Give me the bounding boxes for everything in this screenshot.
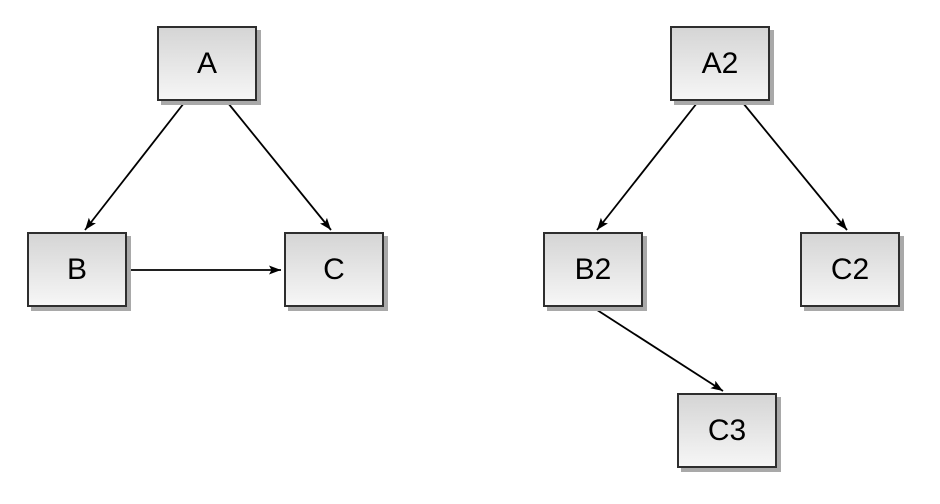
edge-A-C — [227, 102, 332, 231]
node-C2-label: C2 — [830, 252, 870, 286]
edge-B2-C3 — [593, 307, 724, 392]
node-B: B — [27, 232, 127, 307]
node-A2-label: A2 — [701, 46, 739, 80]
node-A: A — [157, 26, 257, 101]
node-B2-label: B2 — [574, 252, 612, 286]
node-B-label: B — [66, 252, 87, 286]
edge-A2-B2 — [596, 102, 698, 231]
node-C-label: C — [323, 252, 345, 286]
edge-A-B — [84, 102, 185, 231]
node-C3-label: C3 — [707, 413, 747, 447]
edge-A2-C2 — [742, 102, 848, 231]
node-B2: B2 — [543, 232, 643, 307]
node-A2: A2 — [670, 26, 770, 101]
node-A-label: A — [196, 46, 217, 80]
node-C3: C3 — [677, 393, 777, 468]
node-C2: C2 — [800, 232, 900, 307]
node-C: C — [284, 232, 384, 307]
